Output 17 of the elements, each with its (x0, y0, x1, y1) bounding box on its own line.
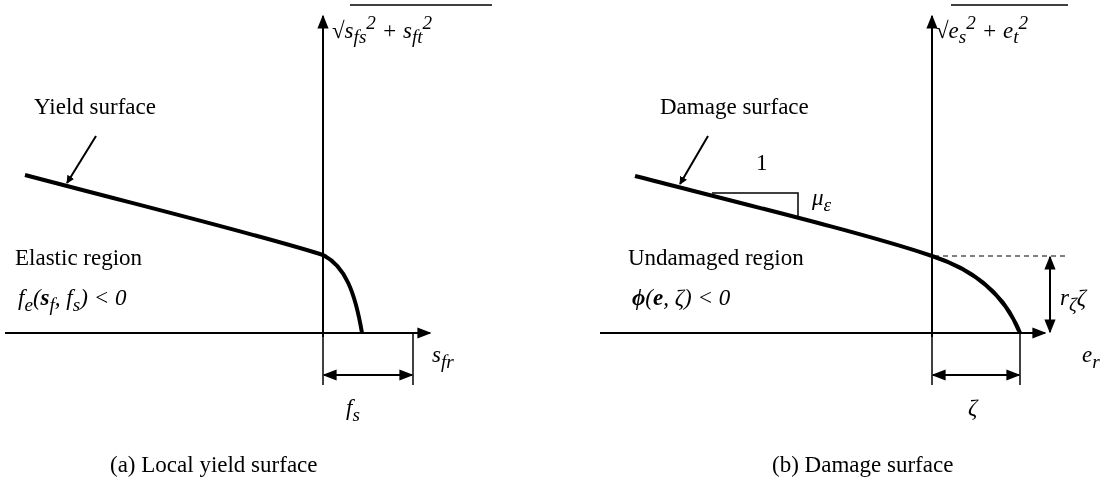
slope-label: 1 (756, 150, 768, 176)
axis-label: e$_{r}$ (1082, 342, 1100, 372)
caption: (a) Local yield surface (110, 452, 318, 478)
leader-line (679, 135, 709, 185)
dimension-label: f$_{s}$ (346, 395, 360, 425)
region-label: Elastic region (15, 245, 143, 271)
leader-text: Yield surface (34, 94, 156, 120)
axis-label: s$_{fr}$ (432, 342, 454, 372)
slope-label: μ$_{ε}$ (812, 185, 832, 215)
caption: (b) Damage surface (772, 452, 954, 478)
leader-line (66, 135, 97, 184)
dimension-label: ζ (968, 395, 978, 421)
region-condition: f$_{e}$(s$_{f}$, f$_{s}$) < 0 (18, 285, 127, 315)
dimension-label: r$_{ζ}$ζ (1060, 285, 1087, 315)
region-label: Undamaged region (628, 245, 804, 271)
region-condition: ϕ(e, ζ) < 0 (632, 285, 731, 311)
leader-text: Damage surface (660, 94, 809, 120)
